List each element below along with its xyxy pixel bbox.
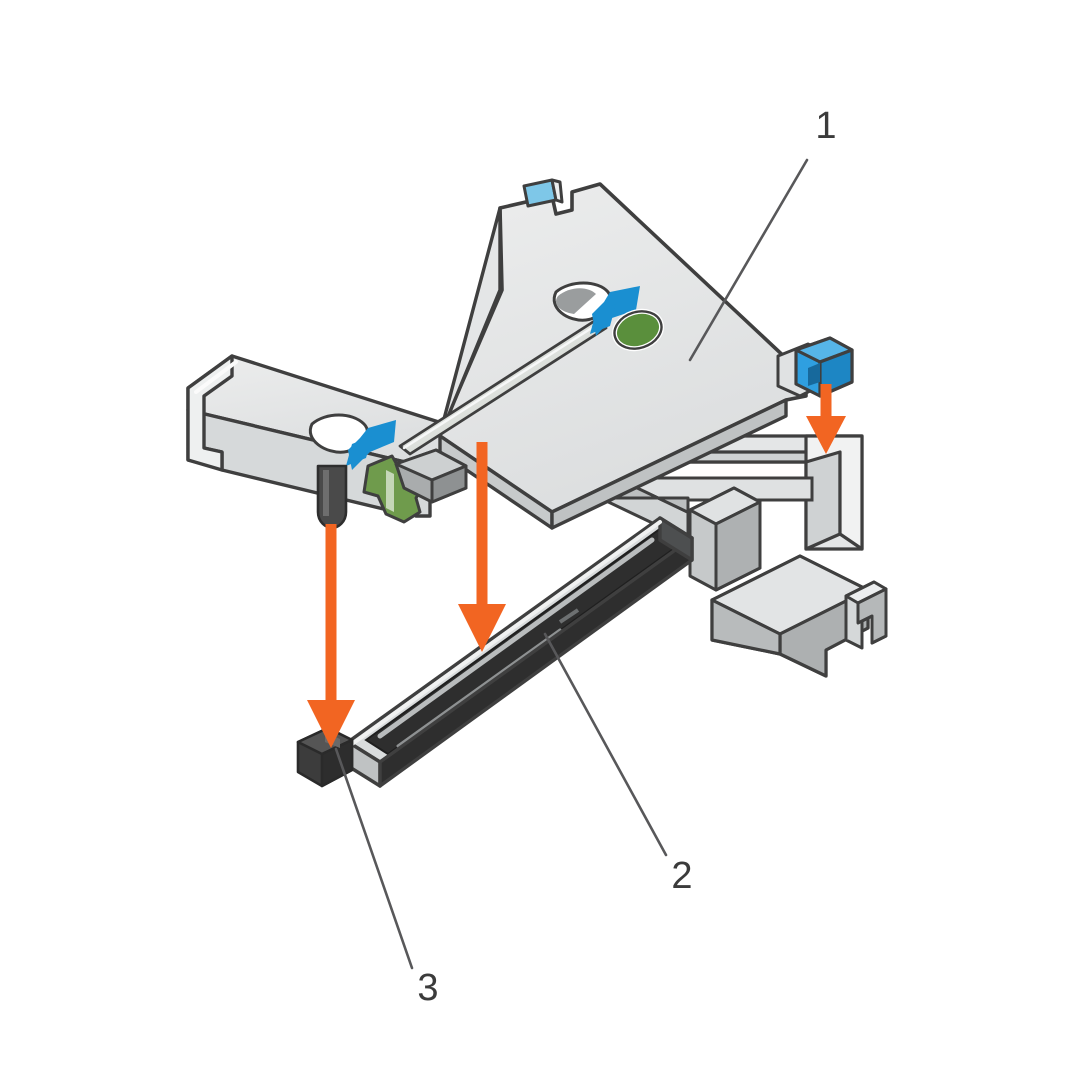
- riser-metal-clip: [394, 448, 468, 504]
- callout-number-3: 3: [417, 967, 438, 1009]
- callout-number-2: 2: [671, 855, 692, 897]
- callout-leader-lines: [334, 158, 809, 970]
- riser-top-blue-tab: [522, 178, 564, 208]
- riser-left-drop-arrow: [307, 524, 355, 748]
- latch-drop-arrow: [806, 384, 846, 454]
- leader-line-3: [334, 747, 414, 970]
- callout-numbers: 1 2 3: [417, 105, 836, 1009]
- right-blue-touchpoint: [590, 286, 640, 336]
- chassis-standoff-block: [688, 486, 762, 592]
- installation-arrows: [307, 384, 846, 748]
- system-board-riser-slot: [346, 516, 694, 788]
- callout-number-1: 1: [815, 105, 836, 147]
- system-board-assembly: [296, 434, 888, 788]
- connector-latch-clip: [844, 580, 888, 650]
- leader-line-2: [543, 632, 668, 857]
- leader-line-1: [688, 158, 809, 362]
- green-alignment-dot: [612, 308, 664, 352]
- riser-center-rail: [398, 318, 608, 456]
- left-blue-touchpoint: [346, 420, 396, 470]
- riser-center-drop-arrow: [458, 442, 506, 652]
- riser-guide-pin: [316, 464, 348, 530]
- expansion-card-riser: [186, 178, 854, 530]
